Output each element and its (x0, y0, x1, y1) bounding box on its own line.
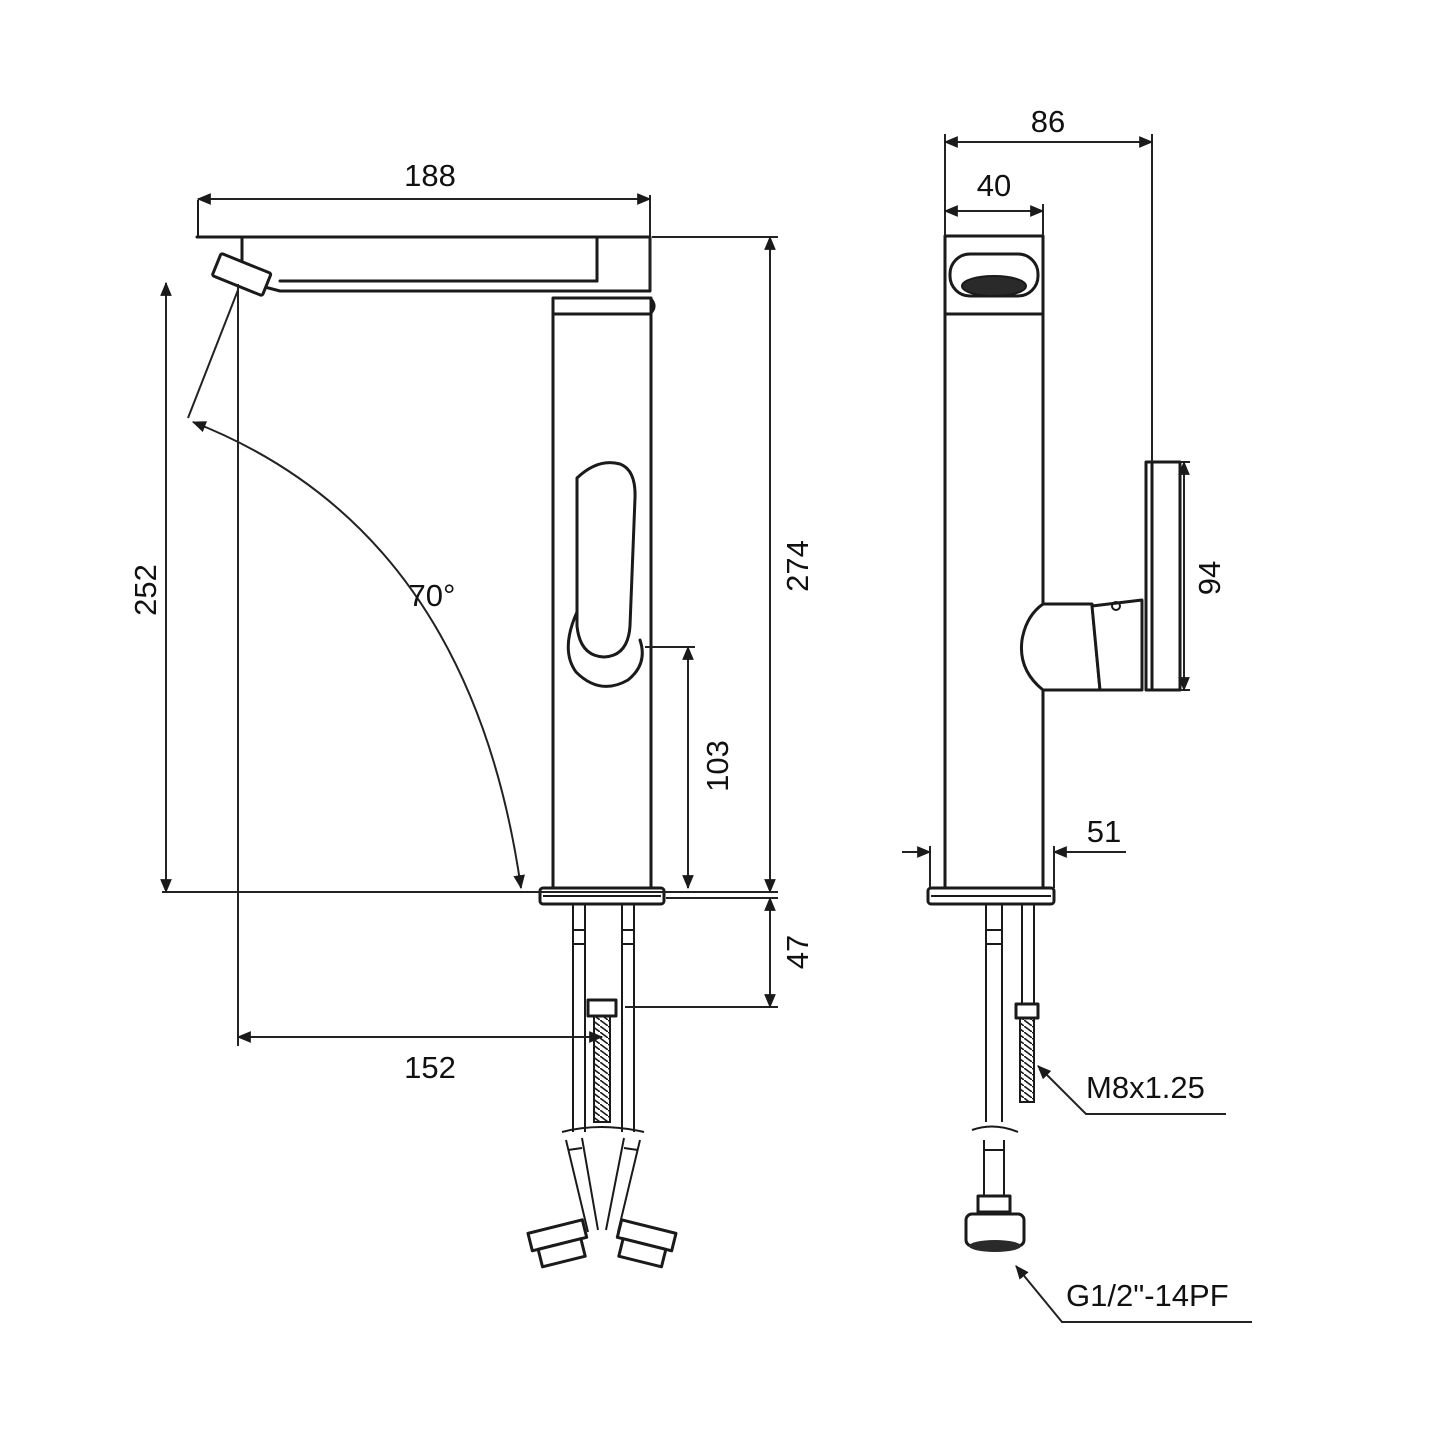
dim-51: 51 (1087, 814, 1121, 849)
dim-70-degree: 70° (409, 578, 456, 613)
dim-103: 103 (700, 740, 735, 792)
dim-252: 252 (128, 564, 163, 616)
dim-152: 152 (404, 1050, 456, 1085)
dim-94: 94 (1192, 561, 1227, 595)
side-lever-arm (1090, 598, 1144, 692)
label-m8-thread: M8x1.25 (1086, 1070, 1205, 1105)
label-g12-connection: G1/2"-14PF (1066, 1278, 1229, 1313)
dim-188: 188 (404, 158, 456, 193)
side-body (943, 234, 1045, 890)
dim-40: 40 (977, 168, 1011, 203)
dim-47: 47 (780, 935, 815, 969)
front-view: 188 274 252 103 47 152 70° (128, 158, 815, 1269)
angle-leg (187, 289, 239, 419)
side-supply-hose (964, 904, 1040, 1252)
side-view: 86 40 94 51 M8x1.25 G1/2"-14PF (902, 104, 1252, 1323)
side-lever-hub (1019, 602, 1102, 692)
angle-arc (191, 421, 525, 890)
lever-hub (566, 610, 644, 688)
supply-hoses (526, 904, 678, 1269)
lever-handle (575, 461, 637, 659)
side-aerator (961, 275, 1027, 297)
dim-274: 274 (780, 540, 815, 592)
dim-86: 86 (1031, 104, 1065, 139)
